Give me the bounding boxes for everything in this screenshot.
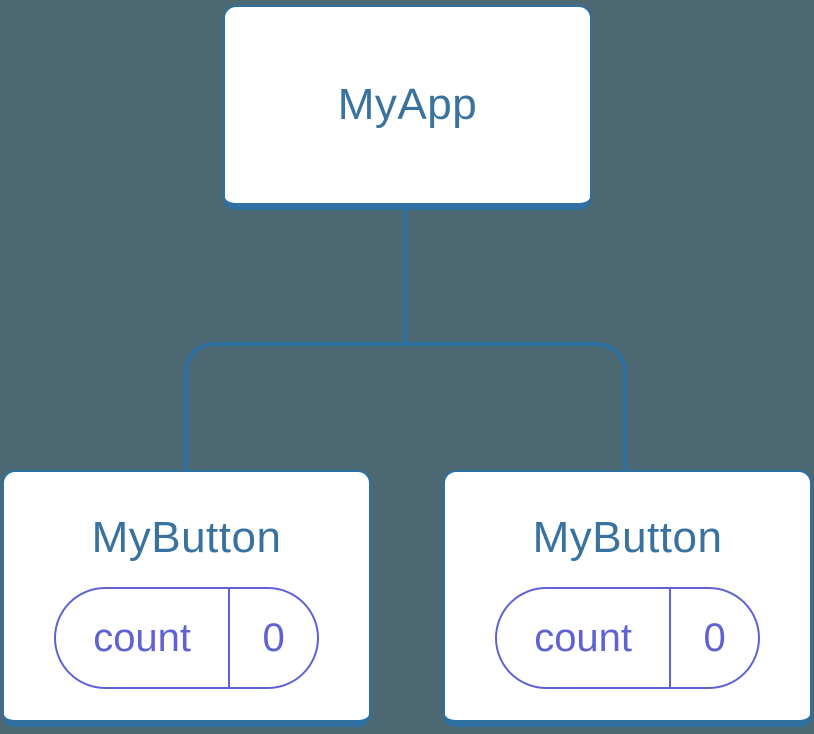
- root-node-label: MyApp: [337, 80, 478, 129]
- state-value: 0: [228, 589, 317, 687]
- child-node-label: MyButton: [91, 513, 282, 562]
- connector-stem: [403, 209, 407, 343]
- state-pill: count 0: [495, 587, 760, 689]
- state-name: count: [534, 615, 633, 660]
- connector-branch: [184, 342, 627, 470]
- tree-node-root: MyApp: [223, 5, 592, 210]
- tree-node-child-right: MyButton count 0: [443, 470, 812, 727]
- state-name: count: [93, 615, 192, 660]
- tree-node-child-left: MyButton count 0: [2, 470, 371, 727]
- child-node-label: MyButton: [532, 513, 723, 562]
- state-pill: count 0: [54, 587, 319, 689]
- state-value: 0: [669, 589, 758, 687]
